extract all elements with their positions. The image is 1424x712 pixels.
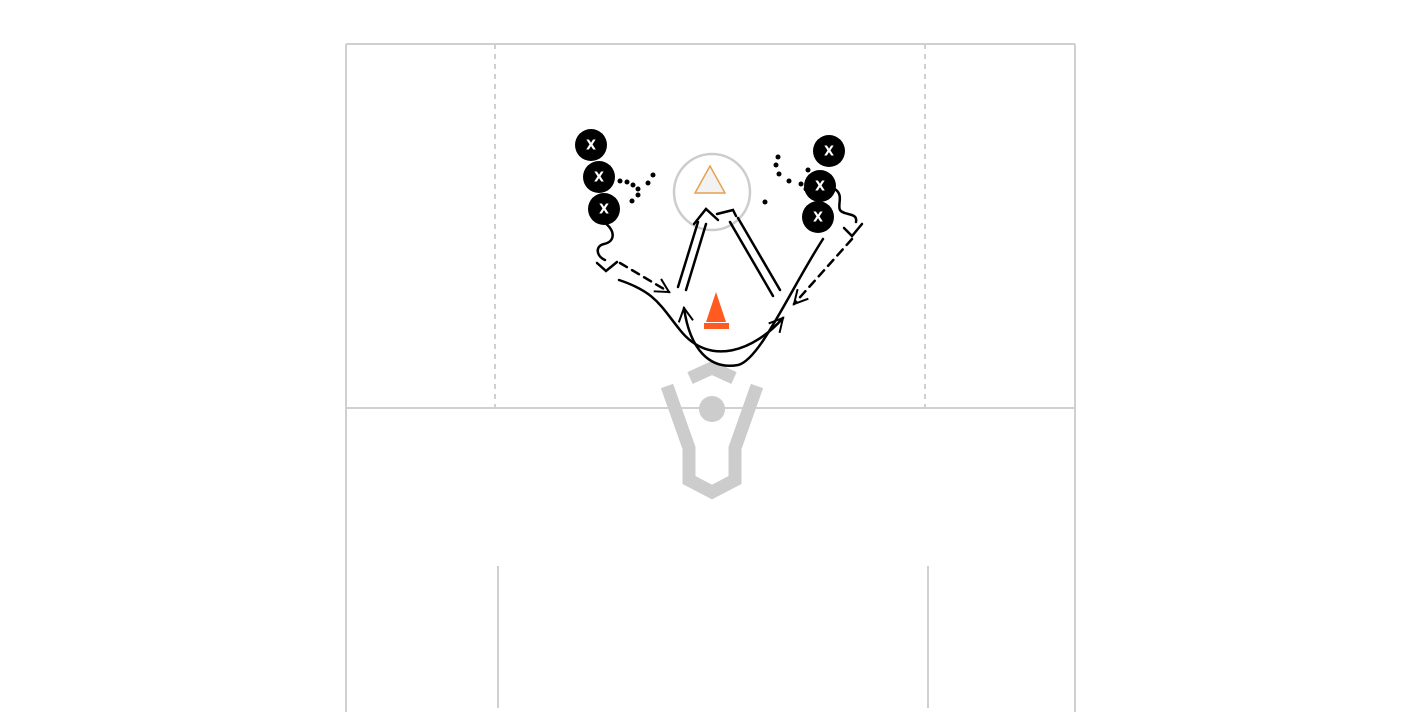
left-dodge-end — [595, 260, 619, 273]
right-shot-line-a — [728, 220, 775, 298]
goal-crease — [672, 152, 752, 232]
player-marker-icon: X — [588, 193, 620, 225]
left-pass-arrow — [618, 261, 671, 294]
right-run-arrow — [677, 237, 825, 367]
player-label: X — [813, 211, 823, 226]
player-marker-icon: X — [575, 129, 607, 161]
brand-logo-icon — [660, 360, 764, 500]
left-shot-line-b — [684, 222, 708, 292]
right-shot-head — [715, 208, 738, 218]
players-left-group: X X X — [575, 129, 620, 225]
left-dodge-line — [596, 220, 614, 262]
player-label: X — [599, 203, 609, 218]
players-right-group: X X X — [802, 135, 845, 233]
right-shot-line-b — [736, 216, 782, 292]
player-marker-icon: X — [813, 135, 845, 167]
goal-icon — [672, 152, 752, 232]
right-dodge-line — [831, 186, 858, 224]
cone-icon — [704, 292, 729, 329]
goal-marker — [693, 164, 727, 194]
left-run-arrow — [617, 278, 785, 353]
left-shot-line-a — [676, 220, 700, 289]
player-label: X — [586, 139, 596, 154]
left-shot-head — [692, 207, 720, 226]
player-marker-icon: X — [583, 161, 615, 193]
field-lines — [345, 43, 1076, 712]
player-label: X — [594, 171, 604, 186]
player-label: X — [815, 180, 825, 195]
movement-paths — [595, 186, 864, 367]
player-marker-icon: X — [802, 201, 834, 233]
right-pass-arrow — [792, 237, 854, 306]
player-label: X — [824, 145, 834, 160]
player-marker-icon: X — [804, 170, 836, 202]
right-dodge-end — [842, 222, 864, 238]
